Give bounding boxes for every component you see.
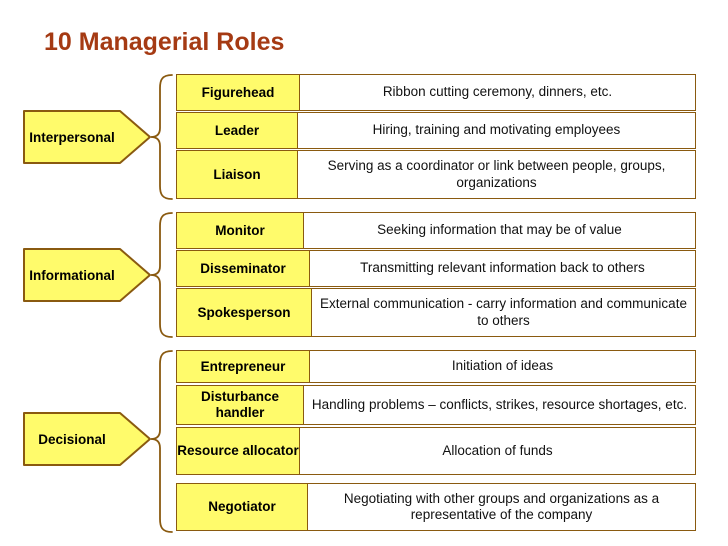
role-description-cell: Allocation of funds <box>300 427 696 475</box>
role-name-cell[interactable]: Leader <box>176 112 298 149</box>
role-description-cell: External communication - carry informati… <box>312 288 696 337</box>
brace-decisional <box>150 350 173 533</box>
category-label-interpersonal[interactable]: Interpersonal <box>29 129 115 145</box>
role-name-cell[interactable]: Disseminator <box>176 250 310 287</box>
role-name-cell[interactable]: Figurehead <box>176 74 300 111</box>
brace-interpersonal <box>150 74 173 200</box>
table-row: Liaison Serving as a coordinator or link… <box>176 150 696 199</box>
role-description-cell: Negotiating with other groups and organi… <box>308 483 696 531</box>
pentagon-informational <box>23 248 151 302</box>
pentagon-decisional <box>23 412 151 466</box>
table-row: Figurehead Ribbon cutting ceremony, dinn… <box>176 74 696 111</box>
table-row: Spokesperson External communication - ca… <box>176 288 696 337</box>
role-description-cell: Seeking information that may be of value <box>304 212 696 249</box>
role-description-cell: Hiring, training and motivating employee… <box>298 112 696 149</box>
role-name-cell[interactable]: Spokesperson <box>176 288 312 337</box>
role-description-cell: Ribbon cutting ceremony, dinners, etc. <box>300 74 696 111</box>
role-description-cell: Serving as a coordinator or link between… <box>298 150 696 199</box>
role-description-cell: Handling problems – conflicts, strikes, … <box>304 385 696 425</box>
brace-informational <box>150 212 173 338</box>
table-row: Entrepreneur Initiation of ideas <box>176 350 696 383</box>
role-name-cell[interactable]: Entrepreneur <box>176 350 310 383</box>
role-description-cell: Initiation of ideas <box>310 350 696 383</box>
page-title: 10 Managerial Roles <box>44 28 285 56</box>
table-row: Resource allocator Allocation of funds <box>176 427 696 475</box>
pentagon-interpersonal <box>23 110 151 164</box>
table-row: Disturbance handler Handling problems – … <box>176 385 696 425</box>
table-row: Leader Hiring, training and motivating e… <box>176 112 696 149</box>
category-label-informational[interactable]: Informational <box>29 267 115 283</box>
role-name-cell[interactable]: Liaison <box>176 150 298 199</box>
role-name-cell[interactable]: Disturbance handler <box>176 385 304 425</box>
table-row: Monitor Seeking information that may be … <box>176 212 696 249</box>
role-name-cell[interactable]: Negotiator <box>176 483 308 531</box>
role-description-cell: Transmitting relevant information back t… <box>310 250 696 287</box>
role-name-cell[interactable]: Monitor <box>176 212 304 249</box>
table-row: Disseminator Transmitting relevant infor… <box>176 250 696 287</box>
category-label-decisional[interactable]: Decisional <box>38 431 106 447</box>
table-row: Negotiator Negotiating with other groups… <box>176 483 696 531</box>
role-name-cell[interactable]: Resource allocator <box>176 427 300 475</box>
